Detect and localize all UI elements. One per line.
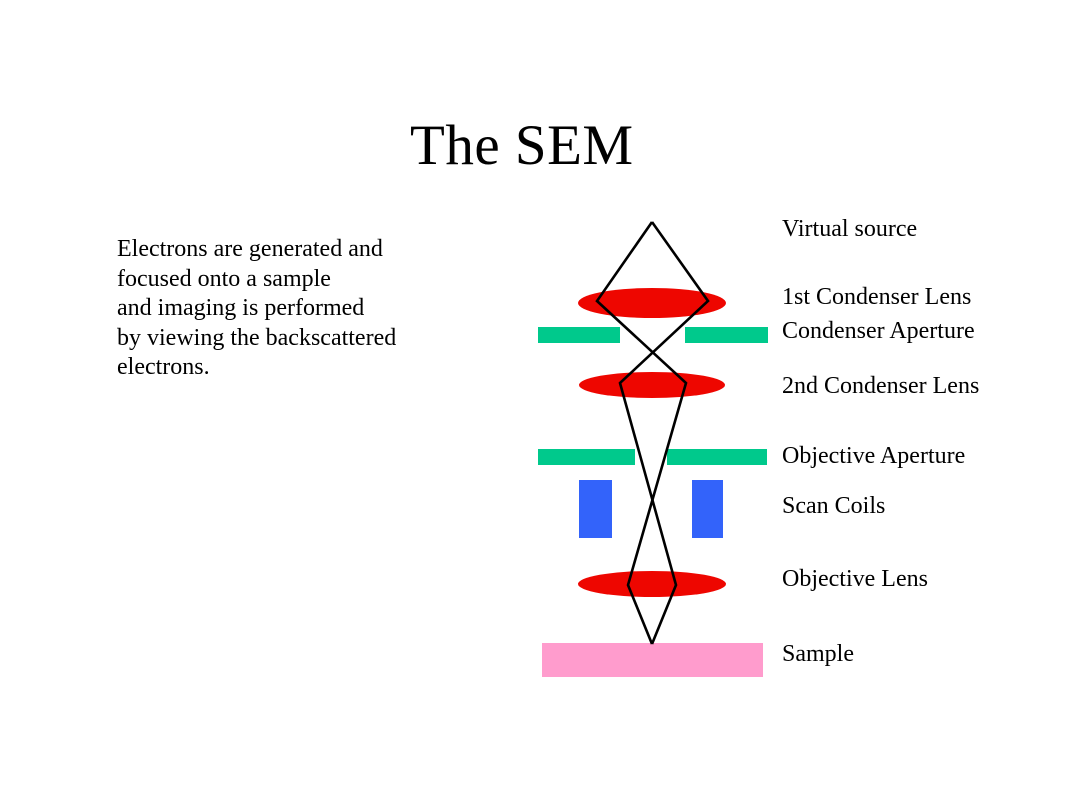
label-virtual-source: Virtual source xyxy=(782,216,918,242)
condenser-aperture-right-bar xyxy=(685,327,768,343)
label-condenser-aperture: Condenser Aperture xyxy=(782,318,975,344)
slide-title: The SEM xyxy=(410,114,634,177)
scan-coil-left xyxy=(579,480,612,538)
second-condenser-lens-shape xyxy=(579,372,725,398)
label-objective-lens: Objective Lens xyxy=(782,566,928,592)
sample-shape xyxy=(542,643,763,677)
objective-aperture-left-bar xyxy=(538,449,635,465)
first-condenser-lens-shape xyxy=(578,288,726,318)
objective-lens-shape xyxy=(578,571,726,597)
electron-beam-ray-left xyxy=(595,221,688,645)
label-scan-coils: Scan Coils xyxy=(782,493,886,519)
label-sample: Sample xyxy=(782,641,854,667)
description-text: Electrons are generated and focused onto… xyxy=(117,236,397,380)
label-second-condenser-lens: 2nd Condenser Lens xyxy=(782,373,980,399)
objective-aperture-right-bar xyxy=(667,449,767,465)
label-objective-aperture: Objective Aperture xyxy=(782,443,966,469)
label-first-condenser-lens: 1st Condenser Lens xyxy=(782,284,972,310)
scan-coil-right xyxy=(692,480,723,538)
electron-beam-ray-right xyxy=(618,221,710,645)
condenser-aperture-left-bar xyxy=(538,327,620,343)
